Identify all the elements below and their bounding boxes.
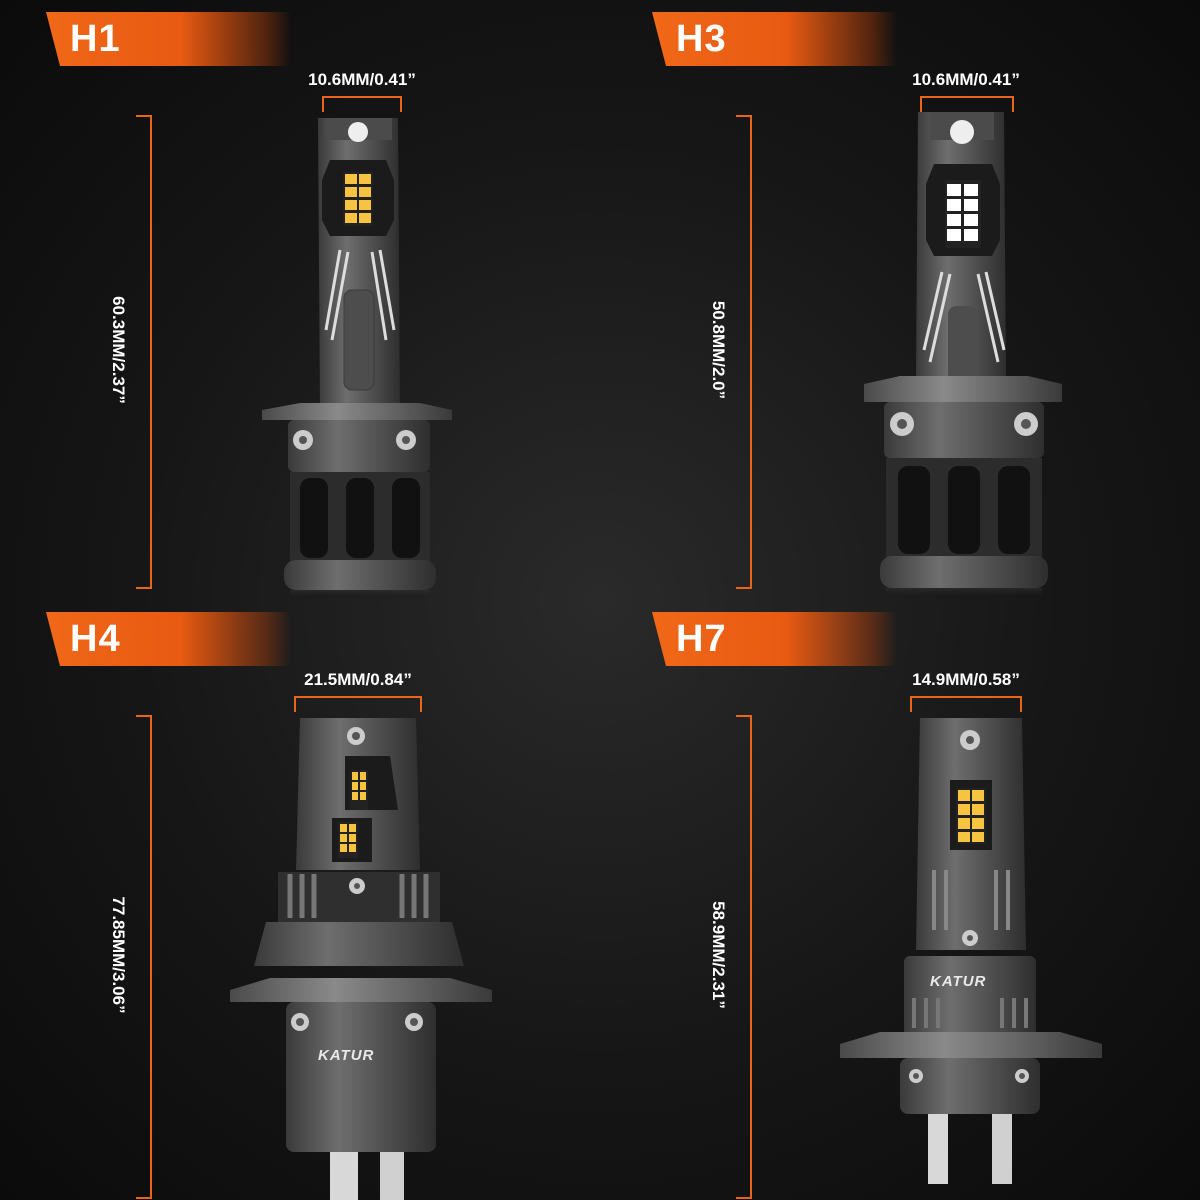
led-chip-array-icon	[956, 788, 986, 844]
model-label: H1	[70, 18, 121, 60]
screw-icon	[291, 1013, 309, 1031]
led-chip-array-icon	[350, 770, 368, 810]
screw-icon	[1015, 1069, 1029, 1083]
screw-icon	[347, 727, 365, 745]
screw-icon	[890, 412, 914, 436]
h3-bulb-illustration	[864, 112, 1062, 600]
screw-icon	[962, 930, 978, 946]
width-dimension-label: 10.6MM/0.41”	[912, 70, 1020, 89]
bulb-panel-h1: H1 10.6MM/0.41” 60.3MM/2.37”	[0, 0, 600, 600]
brand-logo: KATUR	[318, 1047, 374, 1064]
width-dimension-bracket	[910, 696, 1022, 712]
h7-bulb-illustration: KATUR	[840, 718, 1102, 1184]
lens-dot-icon	[950, 120, 974, 144]
width-dimension-label: 10.6MM/0.41”	[308, 70, 416, 89]
lens-dot-icon	[348, 122, 368, 142]
model-label: H3	[676, 18, 727, 60]
h4-bulb-illustration: KATUR	[230, 718, 492, 1200]
height-dimension-bracket	[136, 115, 152, 589]
width-dimension-label: 21.5MM/0.84”	[304, 670, 412, 689]
led-chip-array-icon	[338, 822, 358, 858]
h1-bulb-illustration	[262, 118, 452, 600]
screw-icon	[405, 1013, 423, 1031]
model-banner: H7	[652, 612, 897, 666]
model-label: H7	[676, 618, 727, 660]
screw-icon	[960, 730, 980, 750]
bulb-panel-h3: H3 10.6MM/0.41” 50.8MM/2.0”	[600, 0, 1200, 600]
model-label: H4	[70, 618, 121, 660]
screw-icon	[909, 1069, 923, 1083]
bulb-panel-h7: H7 14.9MM/0.58” 58.9MM/2.31” KATUR	[600, 600, 1200, 1200]
brand-logo: KATUR	[930, 973, 986, 990]
screw-icon	[396, 430, 416, 450]
led-chip-array-icon	[343, 172, 373, 226]
model-banner: H4	[46, 612, 291, 666]
screw-icon	[349, 878, 365, 894]
width-dimension-label: 14.9MM/0.58”	[912, 670, 1020, 689]
model-banner: H1	[46, 12, 291, 66]
width-dimension-bracket	[322, 96, 402, 112]
height-dimension-bracket	[736, 715, 752, 1199]
height-dimension-bracket	[136, 715, 152, 1199]
screw-icon	[1014, 412, 1038, 436]
width-dimension-bracket	[920, 96, 1014, 112]
model-banner: H3	[652, 12, 897, 66]
screw-icon	[293, 430, 313, 450]
height-dimension-bracket	[736, 115, 752, 589]
bulb-panel-h4: H4 21.5MM/0.84” 77.85MM/3.06”	[0, 600, 600, 1200]
width-dimension-bracket	[294, 696, 422, 712]
led-chip-array-icon	[945, 180, 981, 248]
